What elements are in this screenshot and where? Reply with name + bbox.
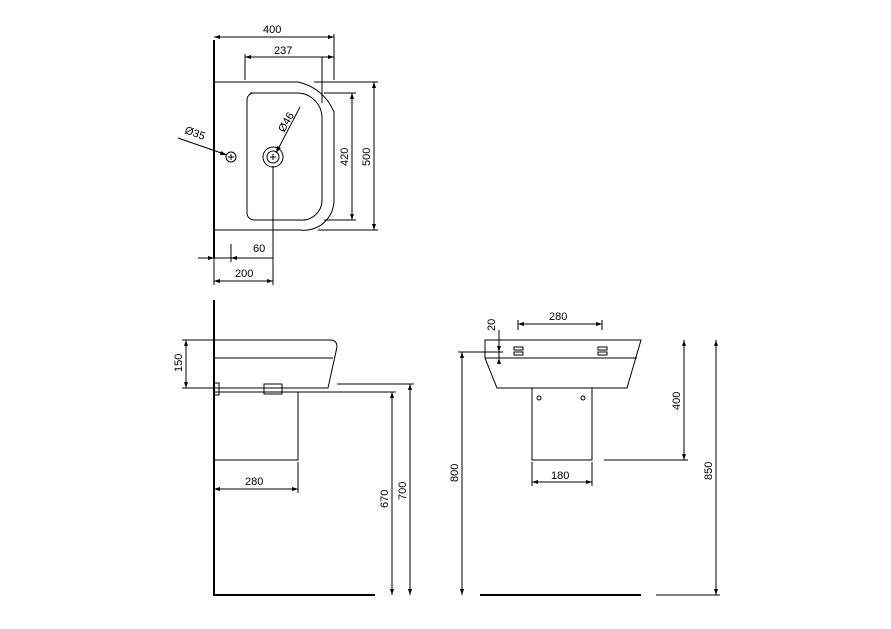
dim-400: 400 — [263, 24, 281, 36]
dim-front-280: 280 — [549, 311, 567, 323]
top-basin-outline — [214, 81, 335, 231]
dim-20: 20 — [486, 319, 498, 331]
tap-hole-inner — [266, 150, 280, 164]
dim-700: 700 — [397, 482, 409, 500]
dim-tap-hole-dia: Ø46 — [276, 110, 297, 134]
side-basin — [214, 339, 338, 389]
side-view: 150 280 670 700 — [173, 300, 414, 596]
dim-180: 180 — [551, 470, 569, 482]
dim-60: 60 — [253, 243, 265, 255]
dim-500: 500 — [361, 148, 373, 166]
overflow-hole — [225, 151, 237, 163]
dim-850: 850 — [703, 462, 715, 480]
front-basin — [484, 339, 642, 389]
dim-side-280: 280 — [245, 476, 263, 488]
dim-800: 800 — [449, 464, 461, 482]
front-view: 20 280 800 180 400 850 — [449, 311, 720, 596]
dim-200: 200 — [235, 268, 253, 280]
dim-237: 237 — [274, 45, 292, 57]
dim-670: 670 — [379, 490, 391, 508]
top-view: 400 237 420 500 Ø46 Ø35 60 — [177, 24, 378, 285]
dim-front-400: 400 — [671, 392, 683, 410]
side-pedestal — [214, 391, 299, 461]
dim-420: 420 — [339, 148, 351, 166]
top-bowl-outline — [246, 92, 323, 221]
dim-overflow-dia: Ø35 — [183, 125, 207, 143]
front-pedestal — [531, 387, 593, 461]
dim-150: 150 — [173, 354, 185, 372]
